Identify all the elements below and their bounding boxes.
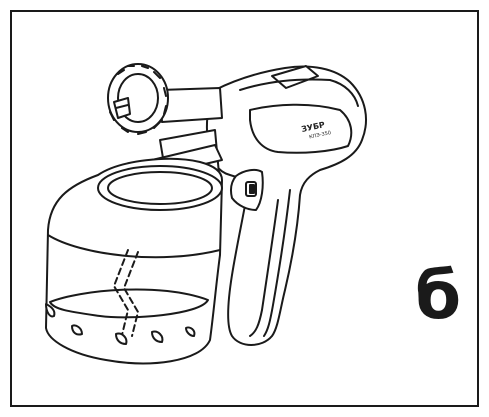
paint-sprayer-illustration: [45, 63, 367, 365]
handle-grip-line: [249, 199, 279, 337]
top-ridge: [239, 78, 359, 107]
side-panel: [249, 103, 353, 154]
nozzle-tip: [113, 97, 131, 119]
container-foot: [71, 324, 83, 336]
top-switch: [271, 65, 319, 89]
model-label: КПЭ-350: [309, 130, 332, 140]
illustration-frame: ЗУБР КПЭ-350: [10, 10, 479, 407]
nozzle-ribs: [109, 65, 167, 135]
container-foot: [115, 332, 128, 345]
container-rim-inner: [107, 171, 213, 205]
container-foot: [151, 330, 164, 343]
paint-level: [49, 288, 209, 319]
figure-label: б: [414, 257, 462, 334]
nozzle-slot: [115, 104, 129, 109]
trigger-lock-inner: [249, 184, 255, 194]
container-shoulder: [47, 234, 221, 259]
container-foot: [45, 303, 56, 318]
handle-grip-line-2: [263, 189, 291, 337]
container-rim: [97, 165, 223, 211]
nozzle-cap-ring: [117, 73, 159, 123]
container-foot: [185, 326, 196, 337]
suction-tube: [113, 249, 129, 336]
suction-tube-2: [123, 251, 139, 337]
nozzle-barrel: [159, 87, 223, 123]
